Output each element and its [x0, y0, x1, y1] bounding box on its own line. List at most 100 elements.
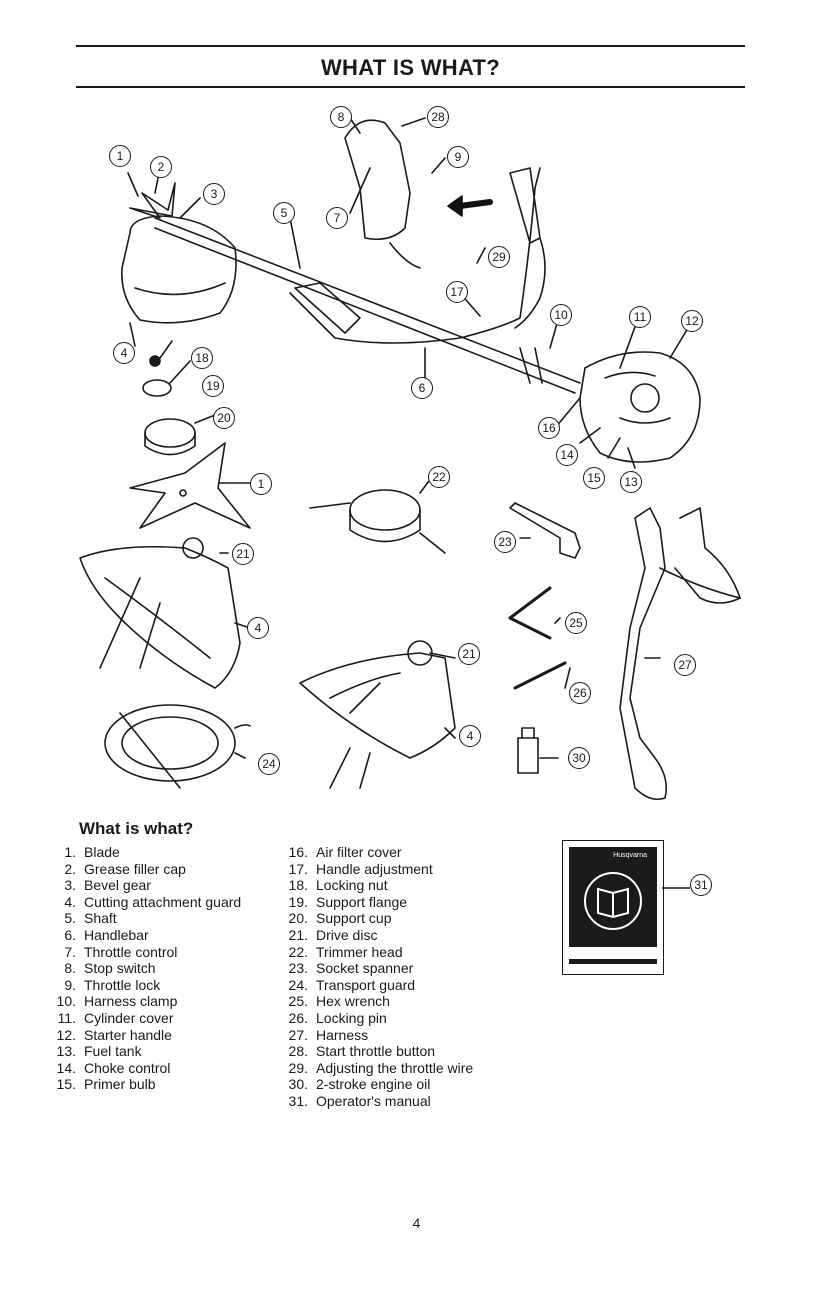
- list-item: 21.Drive disc: [288, 926, 378, 943]
- page-title: WHAT IS WHAT?: [320, 55, 501, 80]
- parts-illustration: [79, 117, 741, 801]
- transport-guard-drawing: [104, 704, 236, 782]
- list-item: 31.Operator's manual: [288, 1092, 431, 1109]
- list-item: 18.Locking nut: [288, 877, 388, 894]
- list-item: 26.Locking pin: [288, 1009, 387, 1026]
- callout-26: 26: [569, 682, 591, 704]
- callout-5: 5: [273, 202, 295, 224]
- callout-4: 4: [113, 342, 135, 364]
- callout-2: 2: [150, 156, 172, 178]
- callout-6: 6: [411, 377, 433, 399]
- callout-18: 18: [191, 347, 213, 369]
- callout-20: 20: [213, 407, 235, 429]
- callout-31: 31: [690, 874, 712, 896]
- callout-13: 13: [620, 471, 642, 493]
- list-item: 15.Primer bulb: [56, 1076, 156, 1093]
- oil-bottle-drawing: [517, 727, 539, 774]
- list-item: 17.Handle adjustment: [288, 860, 433, 877]
- callout-8: 8: [330, 106, 352, 128]
- callout-7: 7: [326, 207, 348, 229]
- callout-21: 21: [232, 543, 254, 565]
- list-item: 2.Grease filler cap: [64, 860, 186, 877]
- callout-23: 23: [494, 531, 516, 553]
- list-item: 9.Throttle lock: [64, 976, 161, 993]
- list-item: 4.Cutting attachment guard: [64, 893, 242, 910]
- list-item: 23.Socket spanner: [288, 960, 414, 977]
- locking-nut-drawing: [149, 355, 161, 367]
- list-item: 6.Handlebar: [64, 926, 149, 943]
- callout-16: 16: [538, 417, 560, 439]
- callout-14: 14: [556, 444, 578, 466]
- list-item: 30.2-stroke engine oil: [288, 1076, 431, 1093]
- support-cup-drawing: [144, 418, 196, 448]
- callout-29: 29: [488, 246, 510, 268]
- list-item: 12.Starter handle: [56, 1026, 172, 1043]
- callout-17: 17: [446, 281, 468, 303]
- list-item: 1.Blade: [64, 844, 120, 860]
- legend-list-right: 16.Air filter cover 17.Handle adjustment…: [282, 844, 474, 1110]
- engine-drawing: [579, 351, 701, 463]
- list-item: 24.Transport guard: [288, 976, 416, 993]
- list-item: 11.Cylinder cover: [57, 1009, 174, 1026]
- legend-list-left: 1.Blade 2.Grease filler cap 3.Bevel gear…: [50, 844, 242, 1093]
- callout-15: 15: [583, 467, 605, 489]
- guard-drawing-center: [299, 652, 456, 759]
- callout-24: 24: [258, 753, 280, 775]
- callout-1: 1: [109, 145, 131, 167]
- top-rule: [76, 45, 745, 47]
- manual-leader-line: [662, 887, 690, 889]
- throttle-handle-drawing: [344, 119, 411, 241]
- callout-27: 27: [674, 654, 696, 676]
- guard-drawing-left: [79, 545, 241, 689]
- operators-manual-image: Husqvarna: [562, 840, 664, 975]
- list-item: 5.Shaft: [64, 910, 117, 927]
- callout-19: 19: [202, 375, 224, 397]
- callout-9: 9: [447, 146, 469, 168]
- hex-wrench-drawing: [508, 586, 552, 640]
- list-item: 27.Harness: [288, 1026, 369, 1043]
- list-item: 3.Bevel gear: [64, 877, 151, 894]
- callout-4b: 4: [247, 617, 269, 639]
- support-flange-drawing: [142, 379, 172, 397]
- trimmer-head-drawing: [349, 489, 421, 531]
- callout-25: 25: [565, 612, 587, 634]
- callout-28: 28: [427, 106, 449, 128]
- list-item: 22.Trimmer head: [288, 943, 403, 960]
- locking-pin-drawing: [513, 661, 567, 690]
- list-item: 19.Support flange: [288, 893, 408, 910]
- list-item: 14.Choke control: [56, 1059, 171, 1076]
- parts-diagram: 8 28 9 1 2 3 5 7 29 17 10 11 12 4 18 6 1…: [60, 98, 780, 818]
- right-grip-drawing: [509, 167, 541, 244]
- list-item: 7.Throttle control: [64, 943, 178, 960]
- direction-arrow: [457, 199, 493, 209]
- list-item: 16.Air filter cover: [288, 844, 402, 860]
- callout-1b: 1: [250, 473, 272, 495]
- title-rule: [76, 86, 745, 88]
- callout-22: 22: [428, 466, 450, 488]
- callout-12: 12: [681, 310, 703, 332]
- manual-cover-drawing: Husqvarna: [569, 847, 657, 964]
- legend-heading: What is what?: [79, 819, 194, 838]
- callout-10: 10: [550, 304, 572, 326]
- list-item: 20.Support cup: [288, 910, 392, 927]
- list-item: 28.Start throttle button: [288, 1043, 436, 1060]
- callout-30: 30: [568, 747, 590, 769]
- list-item: 13.Fuel tank: [56, 1043, 142, 1060]
- manual-brand-text: Husqvarna: [613, 852, 647, 859]
- callout-11: 11: [629, 306, 651, 328]
- list-item: 8.Stop switch: [64, 960, 156, 977]
- page-number: 4: [412, 1215, 421, 1231]
- handlebar-drawing: [289, 167, 541, 344]
- list-item: 25.Hex wrench: [288, 993, 390, 1010]
- blade-drawing: [129, 442, 251, 529]
- list-item: 10.Harness clamp: [56, 993, 178, 1010]
- callout-21b: 21: [458, 643, 480, 665]
- callout-3: 3: [203, 183, 225, 205]
- shaft-drawing: [154, 217, 581, 394]
- callout-4c: 4: [459, 725, 481, 747]
- list-item: 29.Adjusting the throttle wire: [288, 1059, 474, 1076]
- blade-top-drawing: [129, 182, 176, 219]
- blade-guard-drawing: [121, 215, 237, 324]
- socket-spanner-drawing: [509, 502, 581, 559]
- harness-drawing: [619, 507, 668, 801]
